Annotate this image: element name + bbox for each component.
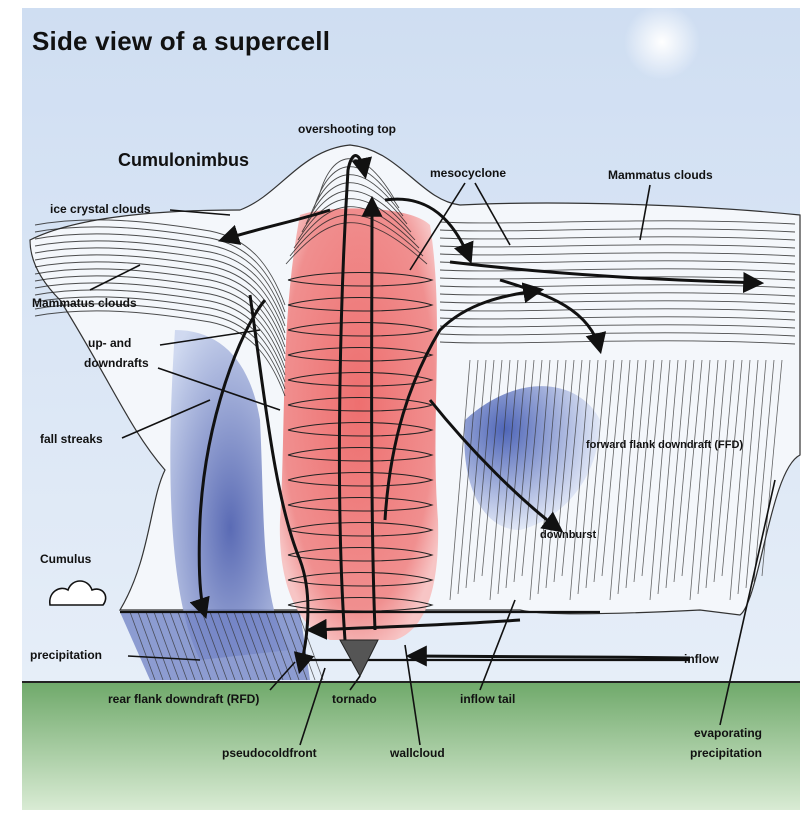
- label-tornado: tornado: [332, 692, 377, 706]
- label-mammatus-left: Mammatus clouds: [32, 296, 137, 310]
- label-downburst: downburst: [540, 528, 596, 542]
- label-precipitation: precipitation: [30, 648, 102, 662]
- label-mammatus-right: Mammatus clouds: [608, 168, 713, 182]
- label-evaporating-line2: precipitation: [690, 746, 762, 760]
- label-mesocyclone: mesocyclone: [430, 166, 506, 180]
- label-cumulonimbus: Cumulonimbus: [118, 150, 249, 170]
- label-cumulus: Cumulus: [40, 552, 91, 566]
- label-fall-streaks: fall streaks: [40, 432, 103, 446]
- label-evaporating-line1: evaporating: [694, 726, 762, 740]
- flow-arrow-inflow: [410, 656, 690, 658]
- label-forward-flank: forward flank downdraft (FFD): [586, 438, 743, 452]
- label-inflow: inflow: [684, 652, 719, 666]
- label-updown-line2: downdrafts: [84, 356, 149, 370]
- label-inflow-tail: inflow tail: [460, 692, 515, 706]
- label-wallcloud: wallcloud: [390, 746, 445, 760]
- label-ice-crystal-clouds: ice crystal clouds: [50, 202, 151, 216]
- label-updown-line1: up- and: [88, 336, 131, 350]
- label-pseudocoldfront: pseudocoldfront: [222, 746, 317, 760]
- diagram-title: Side view of a supercell: [32, 26, 330, 56]
- sun-icon: [624, 4, 700, 80]
- label-overshooting-top: overshooting top: [298, 122, 396, 136]
- label-rfd: rear flank downdraft (RFD): [108, 692, 259, 706]
